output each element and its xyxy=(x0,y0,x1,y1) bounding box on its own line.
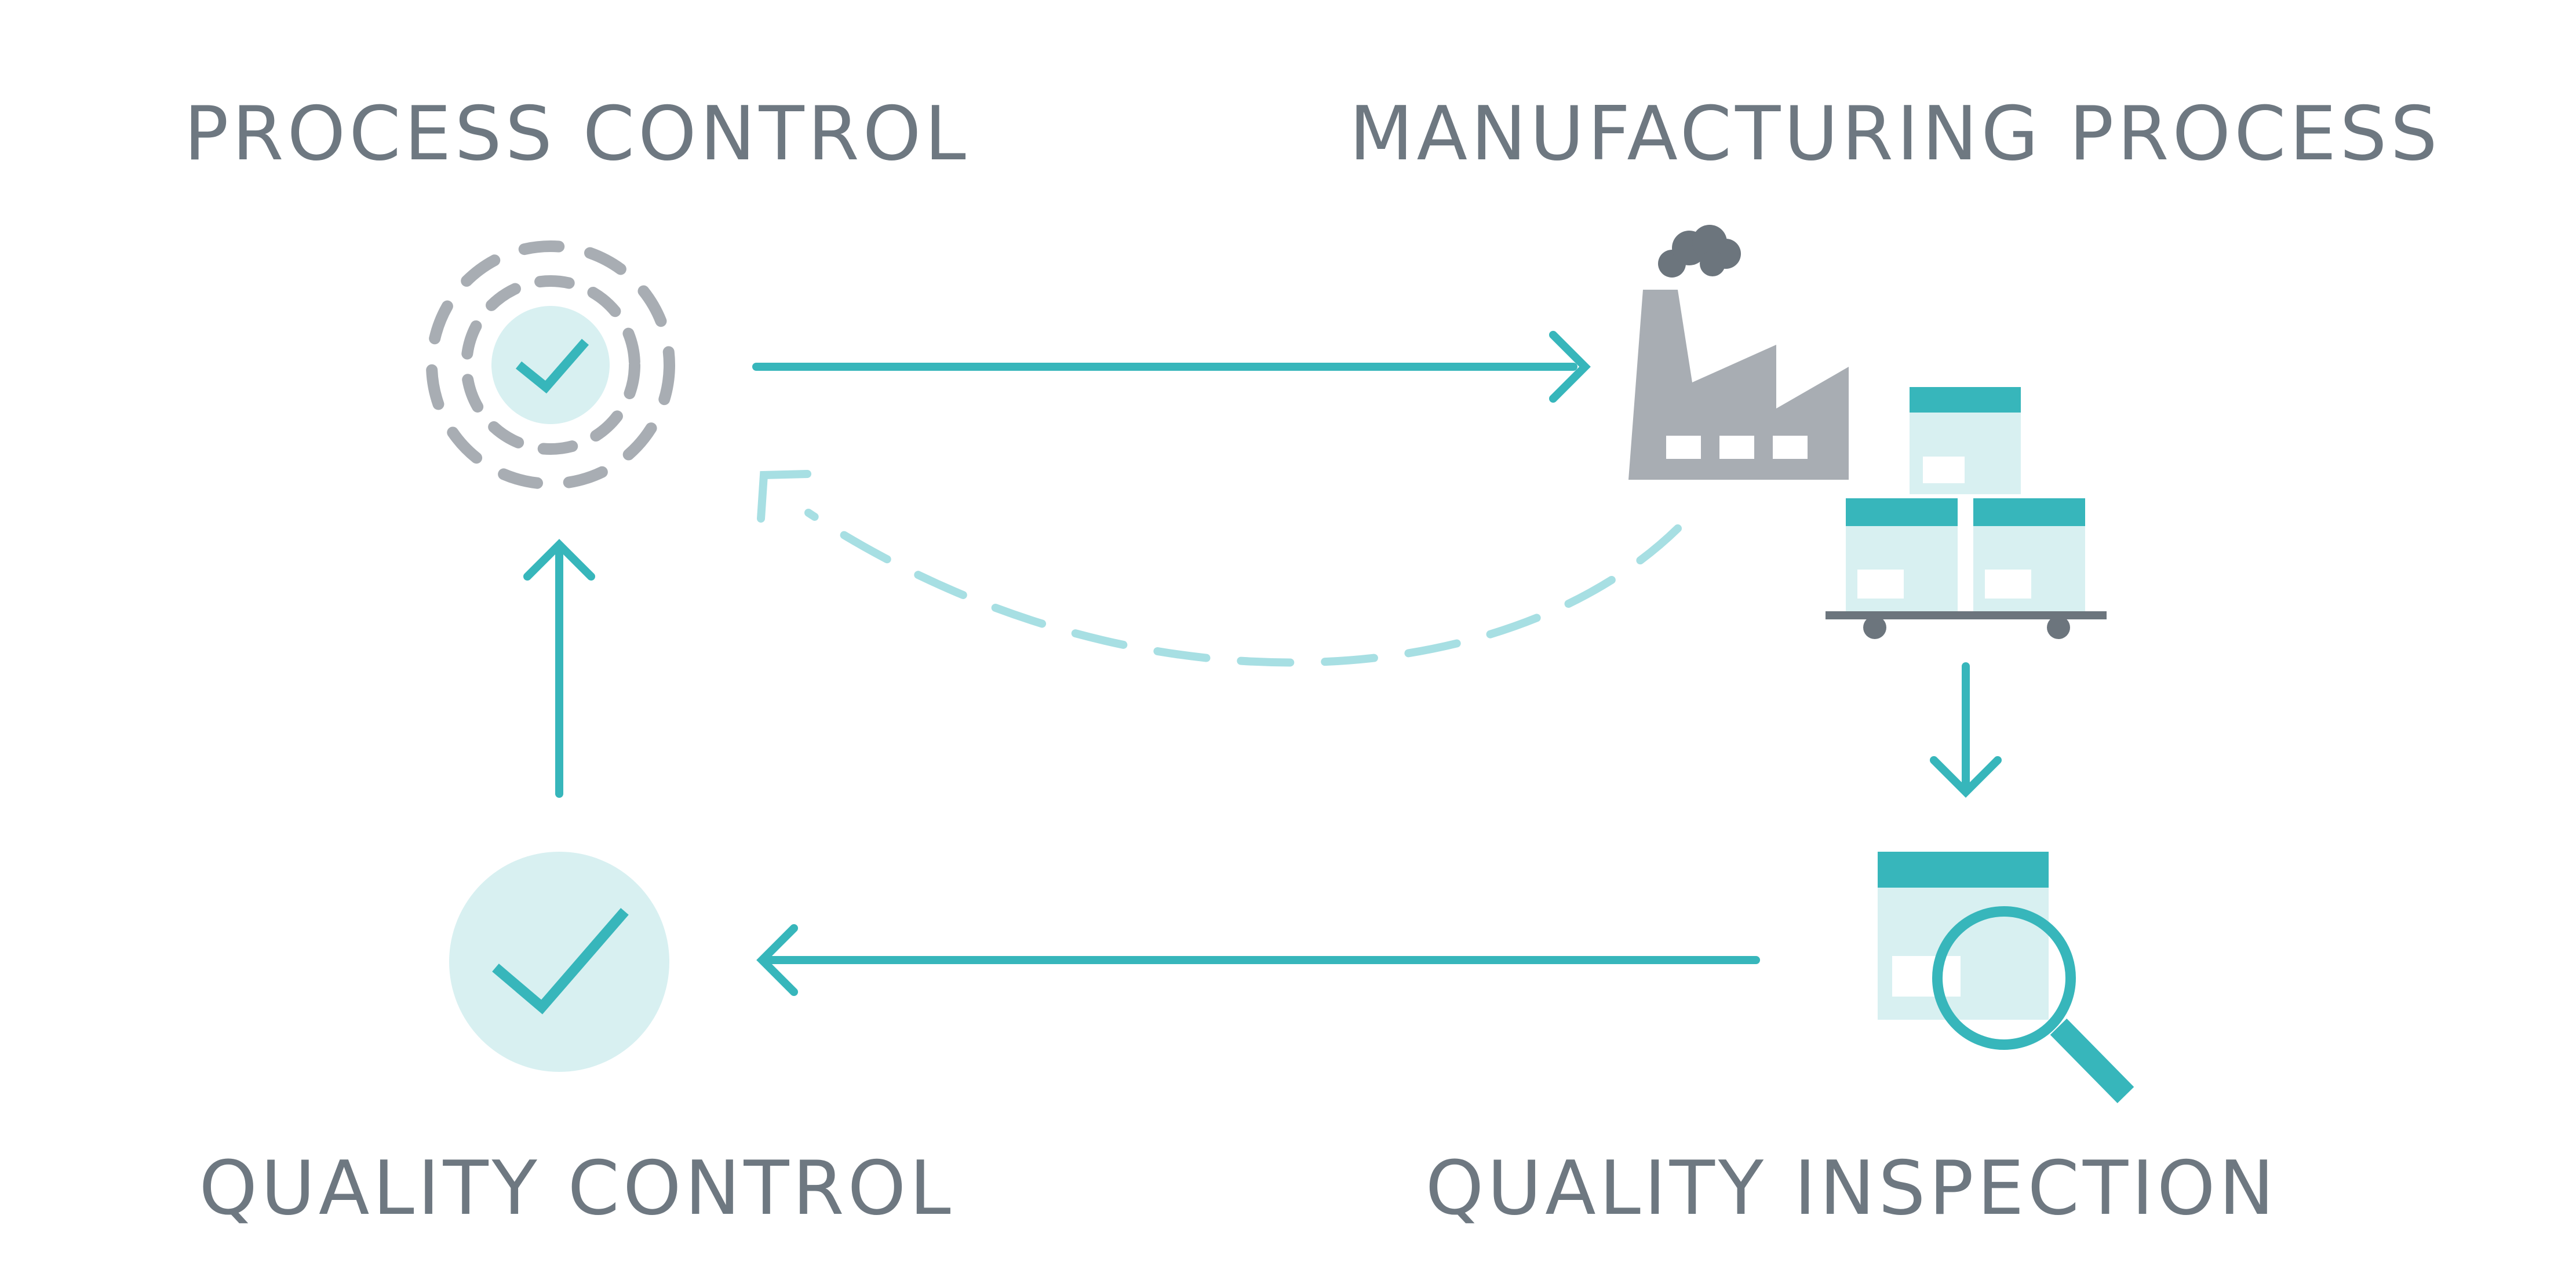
stacked-boxes-cart-icon xyxy=(1826,387,2107,639)
quality-inspection-label: QUALITY INSPECTION xyxy=(1426,1145,2278,1232)
arrow-quality-control-to-process xyxy=(523,539,595,798)
arrow-inspection-to-quality-control xyxy=(756,924,1760,996)
dashed-feedback-arrow xyxy=(757,470,1682,667)
manufacturing-process-label: MANUFACTURING PROCESS xyxy=(1349,91,2441,177)
factory-icon xyxy=(1628,225,1849,480)
quality-control-label: QUALITY CONTROL xyxy=(199,1145,954,1232)
dashed-circle-check-icon xyxy=(426,240,675,490)
process-control-label: PROCESS CONTROL xyxy=(184,91,969,177)
factory-building xyxy=(1628,290,1849,480)
smoke-cloud-icon xyxy=(1658,225,1741,278)
check-circle-icon xyxy=(449,852,669,1072)
arrow-manufacturing-to-inspection xyxy=(1930,662,2002,798)
arrow-process-to-manufacturing xyxy=(752,331,1591,403)
magnifier-box-icon xyxy=(1878,852,2134,1104)
